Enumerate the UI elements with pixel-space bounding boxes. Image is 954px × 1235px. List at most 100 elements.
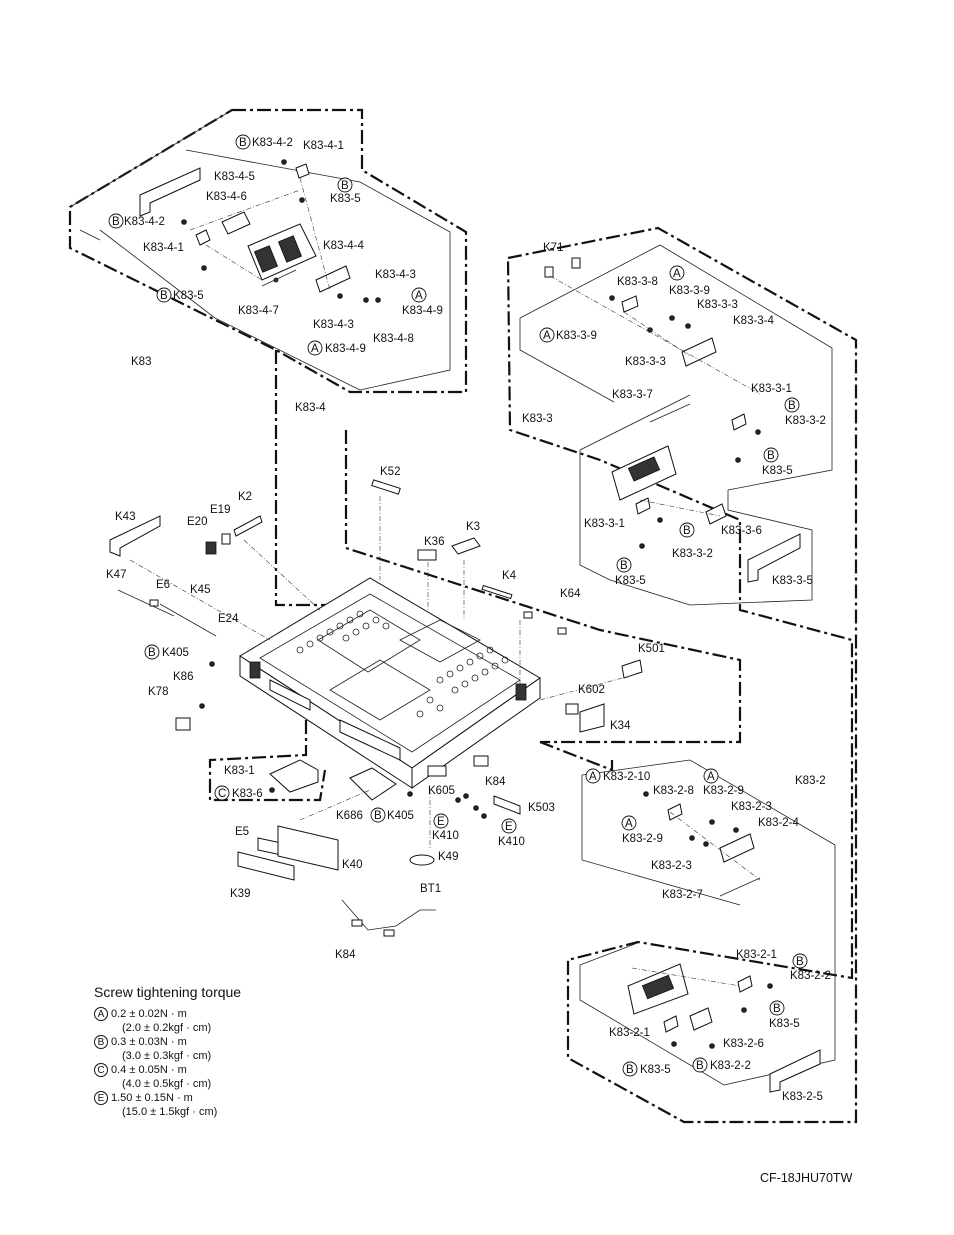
mark-a-4: A	[539, 327, 555, 343]
label-k83-4-7: K83-4-7	[238, 305, 279, 317]
label-k83-3-3: K83-3-3	[625, 356, 666, 368]
part-k83-3-8	[621, 295, 639, 313]
label-k4: K4	[502, 570, 517, 582]
label-k83-2-3: K83-2-3	[731, 801, 772, 813]
torque-value-e: 1.50 ± 0.15N · m	[111, 1092, 193, 1105]
label-k83-3-6: K83-3-6	[721, 525, 762, 537]
svg-text:B: B	[148, 647, 156, 659]
label-k83-3-9: K83-3-9	[556, 330, 597, 342]
svg-text:B: B	[683, 525, 691, 537]
label-k405: K405	[387, 810, 414, 822]
label-k83-5: K83-5	[330, 193, 361, 205]
leader-lines	[129, 177, 761, 987]
label-k83-3-3: K83-3-3	[697, 299, 738, 311]
mark-b-8: B	[616, 557, 632, 573]
outline-k83-3	[506, 226, 858, 1124]
model-number: CF-18JHU70TW	[760, 1171, 853, 1185]
mark-e-2: E	[501, 818, 517, 834]
torque-alt-c: (4.0 ± 0.5kgf · cm)	[122, 1078, 212, 1091]
part-k686	[349, 767, 397, 801]
torque-mark-c: C	[94, 1063, 108, 1078]
label-k47: K47	[106, 569, 126, 581]
part-k83-2-1-b	[663, 1015, 679, 1033]
svg-text:A: A	[673, 268, 681, 280]
k83-3-parts	[544, 257, 801, 583]
torque-mark-a: A	[94, 1007, 108, 1022]
label-k43: K43	[115, 511, 135, 523]
label-k83-4-6: K83-4-6	[206, 191, 247, 203]
outline-k83-1	[208, 720, 327, 802]
label-k83-5: K83-5	[640, 1064, 671, 1076]
part-k605	[427, 765, 447, 777]
label-e19: E19	[210, 504, 230, 516]
label-k83-5: K83-5	[173, 290, 204, 302]
torque-value-c: 0.4 ± 0.05N · m	[111, 1064, 187, 1077]
svg-text:B: B	[374, 810, 382, 822]
part-k83-2-4	[719, 833, 755, 863]
label-e24: E24	[218, 613, 239, 625]
part-k4	[481, 584, 513, 600]
label-k83-5: K83-5	[769, 1018, 800, 1030]
mark-a-1: A	[411, 287, 427, 303]
svg-text:E: E	[437, 816, 445, 828]
svg-text:B: B	[696, 1060, 704, 1072]
svg-text:A: A	[625, 818, 633, 830]
label-k83-3-1: K83-3-1	[584, 518, 625, 530]
part-labels: K83-4-2 K83-4-1 K83-4-5 K83-5 K83-4-6 K8…	[106, 137, 831, 1103]
part-k3	[451, 537, 481, 555]
label-k686: K686	[336, 810, 363, 822]
mark-b-5: B	[784, 397, 800, 413]
mark-b-9: B	[144, 644, 160, 660]
part-k83-4-5	[139, 167, 201, 217]
part-k83-2-8	[667, 803, 683, 821]
part-k83-2-7	[719, 877, 761, 897]
label-k45: K45	[190, 584, 210, 596]
mark-b-2: B	[337, 177, 353, 193]
part-k83-3-6	[705, 503, 727, 525]
label-k83-3-1: K83-3-1	[751, 383, 792, 395]
svg-text:A: A	[589, 771, 597, 783]
screws	[181, 159, 773, 1049]
label-k83-2-2: K83-2-2	[710, 1060, 751, 1072]
label-k83-3-5: K83-3-5	[772, 575, 813, 587]
label-k83-2-3: K83-2-3	[651, 860, 692, 872]
label-k83-3-2: K83-3-2	[785, 415, 826, 427]
label-k40: K40	[342, 859, 362, 871]
mark-b-1: B	[235, 134, 251, 150]
label-k39: K39	[230, 888, 250, 900]
mark-a-6: A	[703, 768, 719, 784]
part-k83-3-4	[681, 337, 717, 367]
label-k83-3-4: K83-3-4	[733, 315, 775, 327]
label-k52: K52	[380, 466, 400, 478]
label-k83-2-5: K83-2-5	[782, 1091, 823, 1103]
label-bt1: BT1	[420, 883, 441, 895]
part-k83-4-1-top	[295, 163, 310, 179]
label-e6: E6	[156, 579, 170, 591]
label-k83-1: K83-1	[224, 765, 255, 777]
svg-text:B: B	[626, 1064, 634, 1076]
part-k34	[579, 703, 605, 733]
mark-e-1: E	[433, 813, 449, 829]
label-k83-2-1: K83-2-1	[736, 949, 777, 961]
svg-text:E: E	[505, 821, 513, 833]
label-k83-4-1: K83-4-1	[303, 140, 344, 152]
svg-text:B: B	[341, 180, 349, 192]
outline-k83-2	[539, 740, 614, 772]
part-k78	[175, 717, 191, 731]
part-k501	[621, 659, 643, 679]
mark-b-12: B	[769, 1000, 785, 1016]
label-k49: K49	[438, 851, 458, 863]
label-k3: K3	[466, 521, 480, 533]
svg-text:B: B	[788, 400, 796, 412]
label-k86: K86	[173, 671, 193, 683]
torque-mark-e: E	[94, 1091, 108, 1106]
label-k405: K405	[162, 647, 189, 659]
svg-text:B: B	[112, 216, 120, 228]
part-k40	[277, 825, 339, 871]
part-k83-4-1	[195, 229, 211, 246]
outline-k83-housing-left	[274, 350, 330, 607]
label-k83-4-2: K83-4-2	[124, 216, 165, 228]
part-k83-2-1-a	[737, 975, 753, 993]
